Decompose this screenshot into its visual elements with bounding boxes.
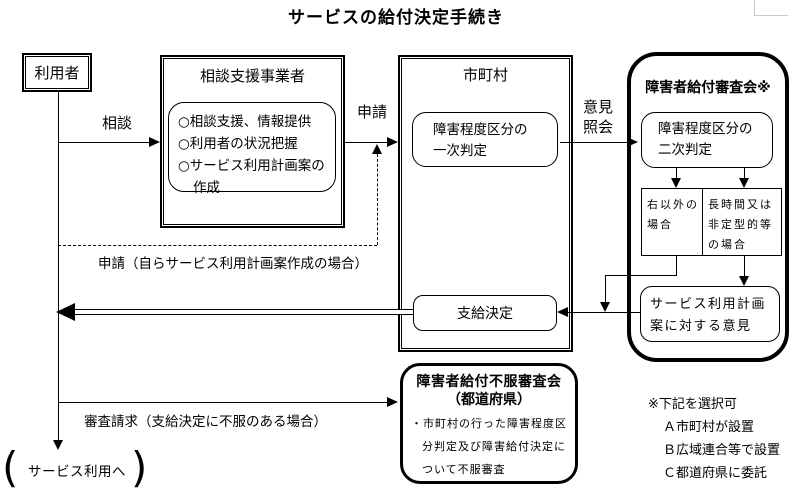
case-other-line: 場合: [647, 218, 673, 231]
self-apply-dashed-riser: [377, 154, 378, 245]
appeal-board-box: 障害者給付不服審査会 （都道府県） ・市町村の行った障害程度区 分判定及び障害給…: [400, 363, 578, 484]
appeal-request-line: [58, 402, 390, 403]
self-apply-arrowhead-icon: [372, 144, 382, 154]
page-title: サービスの給付決定手続き: [288, 8, 504, 28]
secondary-to-case-left-line: [676, 168, 677, 180]
secondary-judgment-line: 障害程度区分の: [658, 121, 753, 137]
opinion-line: サービス利用計画: [650, 297, 767, 312]
appeal-board-subtitle: （都道府県）: [447, 392, 531, 408]
user-box-label: 利用者: [34, 64, 80, 82]
case-other-path-across: [605, 275, 677, 276]
inquiry-label: 意見 照会: [583, 97, 613, 137]
page-corner-mark: [754, 0, 788, 16]
service-use-bracket-right: ): [131, 443, 148, 491]
appeal-body-line: 分判定及び障害給付決定に: [422, 440, 566, 453]
inquiry-label-line: 照会: [583, 118, 614, 136]
apply-arrowhead-icon: [387, 137, 398, 147]
case-other-arrowhead-icon: [600, 302, 610, 312]
decision-result-line: [74, 309, 413, 315]
grant-decision-label: 支給決定: [457, 306, 513, 322]
secondary-to-case-right-arrowhead-icon: [739, 178, 749, 188]
consult-task-item: 作成: [193, 180, 220, 196]
apply-arrow-line: [345, 142, 390, 143]
footnote-line: ※下記を選択可: [648, 397, 737, 412]
appeal-board-body: ・市町村の行った障害程度区 分判定及び障害給付決定に ついて不服審査: [411, 412, 567, 481]
case-other-line: 右以外の: [647, 198, 699, 211]
opinion-to-decision-arrowhead-icon: [557, 307, 568, 317]
user-flow-line: [58, 92, 59, 440]
footnote-line: Ａ市町村が設置: [663, 420, 755, 435]
consult-support-box: 相談支援事業者 ○相談支援、情報提供 ○利用者の状況把握 ○サービス利用計画案の…: [160, 55, 345, 228]
municipality-title: 市町村: [462, 66, 508, 84]
consult-arrowhead-icon: [149, 137, 160, 147]
case-atypical-cell: 長時間又は 非定型的等 の場合: [703, 189, 781, 255]
case-other-cell: 右以外の 場合: [642, 189, 703, 255]
case-split-box: 右以外の 場合 長時間又は 非定型的等 の場合: [641, 188, 782, 256]
case-other-path-down: [605, 275, 606, 303]
primary-judgment-line: 一次判定: [433, 143, 487, 159]
inquiry-arrowhead-icon: [627, 137, 638, 147]
municipality-box: 市町村 障害程度区分の 一次判定 支給決定: [398, 55, 573, 352]
review-board-title: 障害者給付審査会※: [645, 80, 771, 96]
decision-result-arrowhead-icon: [56, 303, 75, 321]
case-atypical-line: の場合: [708, 238, 747, 251]
footnote-line: Ｂ広域連合等で設置: [663, 443, 781, 458]
case-atypical-line: 長時間又は: [708, 198, 773, 211]
inquiry-arrow-line: [560, 142, 630, 143]
opinion-to-decision-line: [567, 312, 640, 313]
secondary-judgment-line: 二次判定: [658, 142, 712, 158]
consult-support-tasks: ○相談支援、情報提供 ○利用者の状況把握 ○サービス利用計画案の 作成: [168, 102, 336, 196]
case-atypical-to-opinion-line: [744, 256, 745, 277]
user-box: 利用者: [22, 53, 92, 92]
consult-arrow-line: [58, 142, 153, 143]
inquiry-label-line: 意見: [583, 98, 614, 116]
review-board-box: 障害者給付審査会※ 障害程度区分の 二次判定 右以外の 場合 長時間又は 非定型…: [627, 52, 789, 362]
secondary-to-case-left-arrowhead-icon: [671, 178, 681, 188]
consult-task-item: ○相談支援、情報提供: [178, 114, 312, 130]
service-use-label: サービス利用へ: [28, 464, 126, 480]
opinion-line: 案に対する意見: [650, 319, 752, 334]
consult-task-item: ○利用者の状況把握: [178, 136, 298, 152]
service-use-arrowhead-icon: [53, 440, 63, 450]
consult-support-title: 相談支援事業者: [199, 67, 305, 85]
consult-label: 相談: [102, 114, 133, 132]
appeal-request-arrowhead-icon: [387, 397, 398, 407]
appeal-board-title: 障害者給付不服審査会: [416, 374, 562, 390]
footnote-line: Ｃ都道府県に委託: [663, 466, 768, 481]
opinion-box: サービス利用計画 案に対する意見: [640, 286, 780, 342]
footnote-block: ※下記を選択可 Ａ市町村が設置 Ｂ広域連合等で設置 Ｃ都道府県に委託: [648, 393, 780, 485]
secondary-judgment-box: 障害程度区分の 二次判定: [641, 112, 773, 168]
consult-task-item: ○サービス利用計画案の: [178, 158, 325, 174]
self-apply-label: 申請（自らサービス利用計画案作成の場合）: [98, 256, 368, 272]
primary-judgment-line: 障害程度区分の: [433, 122, 528, 138]
case-atypical-arrowhead-icon: [739, 276, 749, 286]
case-other-path-drop: [676, 256, 677, 275]
grant-decision-box: 支給決定: [413, 295, 557, 331]
case-atypical-line: 非定型的等: [708, 218, 773, 231]
appeal-body-line: ・市町村の行った障害程度区: [411, 417, 567, 430]
primary-judgment-box: 障害程度区分の 一次判定: [412, 112, 558, 167]
appeal-request-label: 審査請求（支給決定に不服のある場合）: [84, 414, 327, 430]
self-apply-dashed-line: [58, 245, 377, 246]
apply-label: 申請: [357, 103, 388, 121]
secondary-to-case-right-line: [744, 168, 745, 180]
appeal-body-line: ついて不服審査: [422, 463, 506, 476]
service-use-bracket-left: (: [2, 443, 19, 491]
